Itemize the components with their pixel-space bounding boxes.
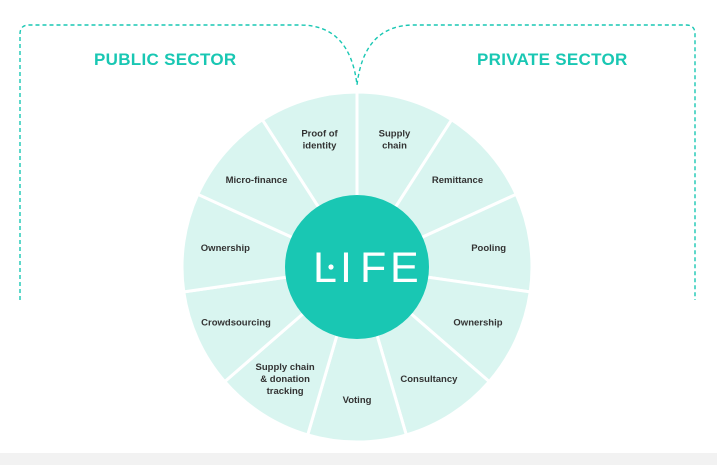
segment-label-line: Remittance <box>432 175 483 186</box>
segment-label-line: Consultancy <box>400 374 458 385</box>
hub-letter-e: E <box>390 244 427 292</box>
hub-letter-i: I <box>340 244 360 292</box>
segment-label-line: Ownership <box>453 317 502 328</box>
segment-label-crowdsourcing: Crowdsourcing <box>201 317 271 328</box>
segment-label-line: Supply <box>379 128 411 139</box>
segment-label-consultancy: Consultancy <box>400 374 458 385</box>
segment-label-line: identity <box>303 140 337 151</box>
segment-label-line: tracking <box>267 386 304 397</box>
segment-label-micro-finance: Micro-finance <box>226 175 288 186</box>
segment-label-remittance: Remittance <box>432 175 483 186</box>
segment-label-line: Voting <box>343 395 372 406</box>
sector-bracket <box>19 24 696 300</box>
segment-label-line: Proof of <box>301 128 338 139</box>
hub-letter-l: L <box>313 244 345 292</box>
hub-dot <box>328 264 334 270</box>
segment-label-line: Micro-finance <box>226 175 288 186</box>
hub-letter-f: F <box>360 244 394 292</box>
private-sector-title: PRIVATE SECTOR <box>477 50 628 69</box>
bottom-strip <box>0 453 717 465</box>
segment-label-line: & donation <box>260 374 310 385</box>
segment-label-line: chain <box>382 140 407 151</box>
segment-label-pooling: Pooling <box>471 243 506 254</box>
segment-label-ownership-public: Ownership <box>201 243 250 254</box>
segment-label-line: Supply chain <box>256 362 315 373</box>
segment-label-line: Crowdsourcing <box>201 317 271 328</box>
segment-label-ownership-private: Ownership <box>453 317 502 328</box>
public-sector-title: PUBLIC SECTOR <box>94 50 237 69</box>
segment-label-voting: Voting <box>343 395 372 406</box>
life-hub <box>285 195 429 339</box>
segment-label-line: Ownership <box>201 243 250 254</box>
segment-label-line: Pooling <box>471 243 506 254</box>
